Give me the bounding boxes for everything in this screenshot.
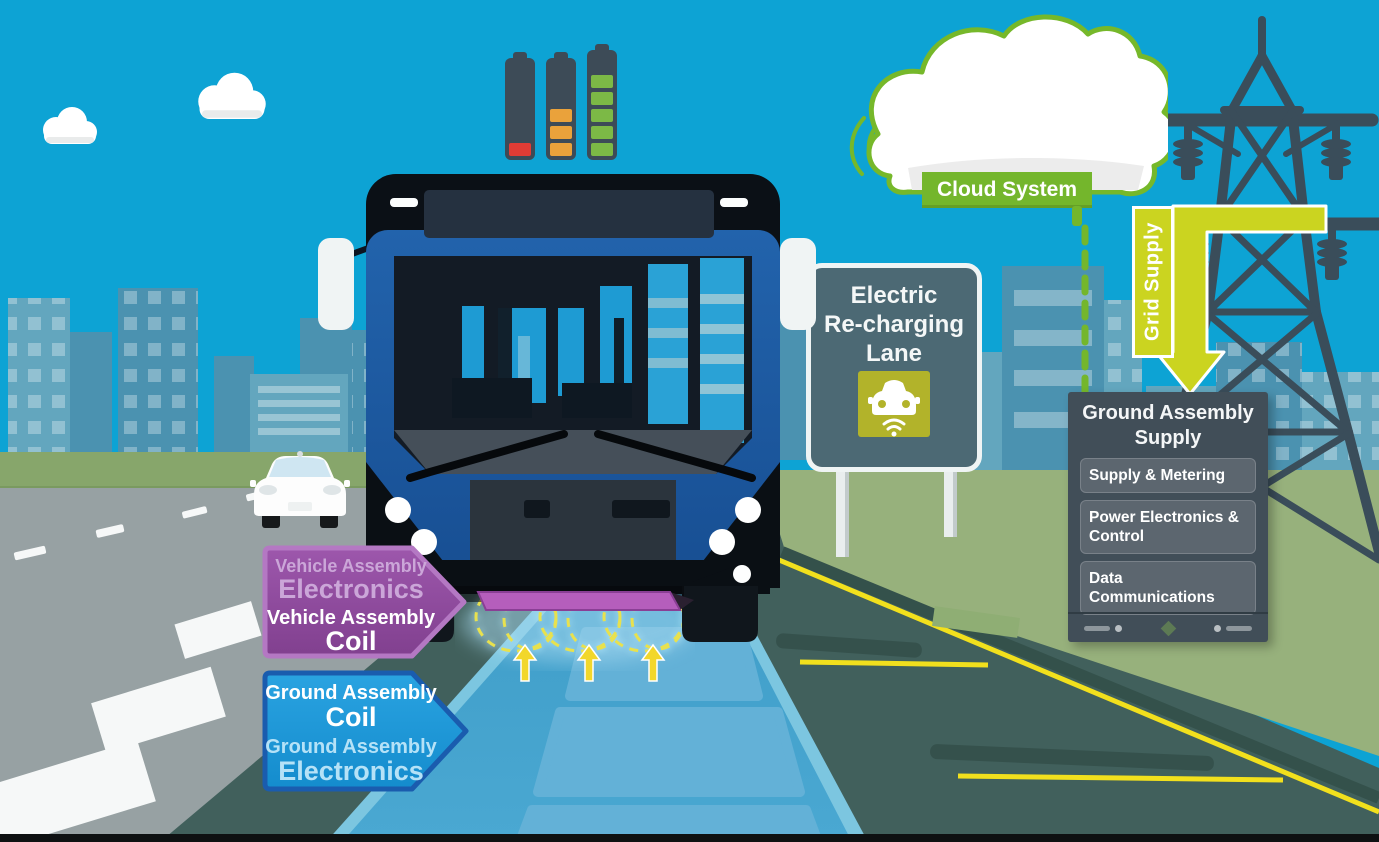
ground-assembly-supply-panel: Ground Assembly Supply Supply & Metering… xyxy=(1068,392,1268,642)
cloud-link-stem xyxy=(1072,206,1082,226)
side-mirror xyxy=(780,238,816,330)
small-cloud-icon xyxy=(198,72,266,119)
destination-display xyxy=(424,190,714,238)
wireless-car-icon xyxy=(858,371,930,437)
cloud-data-link xyxy=(1081,224,1089,400)
headlight xyxy=(709,529,735,555)
grid-supply-banner: Grid Supply xyxy=(1132,206,1174,358)
battery-indicators xyxy=(505,38,655,160)
panel-item-supply-metering: Supply & Metering xyxy=(1080,458,1256,493)
sign-line: Electric xyxy=(850,282,938,309)
headlight xyxy=(385,497,411,523)
vehicle-assembly-label: Vehicle Assembly Electronics Vehicle Ass… xyxy=(260,545,475,659)
dashboard xyxy=(394,430,752,474)
battery-level-icon xyxy=(505,52,535,160)
indicator-bar xyxy=(1084,625,1110,631)
sign-line: Re-charging xyxy=(823,311,964,338)
bottom-edge xyxy=(0,834,1379,842)
cloud-system-label: Cloud System xyxy=(922,172,1092,208)
indicator-bar xyxy=(1226,625,1252,631)
vehicle-coil-bar xyxy=(476,591,682,611)
fog-light xyxy=(733,565,751,583)
small-cloud-icon xyxy=(43,107,97,144)
panel-controls xyxy=(1068,612,1268,642)
cable-route xyxy=(776,546,1379,815)
indicator-dot xyxy=(1214,624,1221,632)
white-car xyxy=(250,451,350,528)
panel-item-data-communications: Data Communications xyxy=(1080,561,1256,615)
diamond-icon xyxy=(1160,620,1176,636)
wheel xyxy=(682,586,758,642)
bus-interior xyxy=(452,258,744,443)
charging-arrow-icon xyxy=(512,643,666,682)
road-markings xyxy=(0,489,269,842)
charging-pad xyxy=(533,707,805,797)
headlight xyxy=(735,497,761,523)
electric-bus xyxy=(318,174,816,642)
wiper-icon xyxy=(406,430,568,482)
signal-arc-icon xyxy=(849,116,866,176)
battery-level-icon xyxy=(587,44,617,160)
sign-line: Lane xyxy=(865,340,922,367)
sign-post xyxy=(836,445,849,557)
ground-assembly-label: Ground Assembly Coil Ground Assembly Ele… xyxy=(260,670,475,792)
indicator-dot xyxy=(1115,624,1122,632)
side-mirror xyxy=(318,238,354,330)
recharging-lane-sign: Electric Re-charging Lane xyxy=(806,263,982,472)
headlight xyxy=(411,529,437,555)
panel-item-power-electronics: Power Electronics & Control xyxy=(1080,500,1256,554)
wiper-icon xyxy=(594,430,756,482)
panel-title: Ground Assembly Supply xyxy=(1082,402,1254,449)
battery-level-icon xyxy=(546,52,576,160)
bumper-panel xyxy=(470,480,676,562)
